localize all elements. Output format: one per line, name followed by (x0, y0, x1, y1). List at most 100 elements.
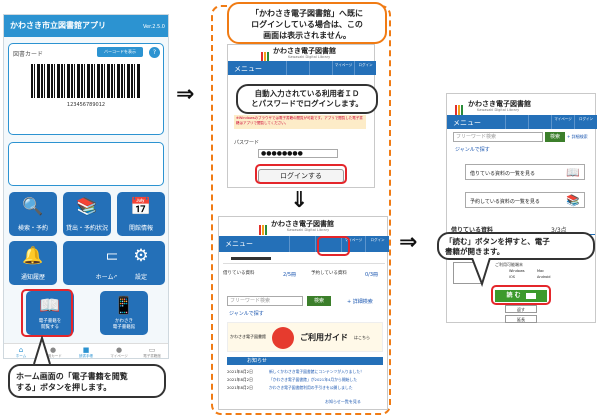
library-top-screen: かわさき電子図書館 Kawasaki Digital Library メニュー … (218, 216, 389, 410)
app-header: かわさき市立図書館アプリ Ver.2.5.0 (4, 15, 168, 37)
news-list: 2021年8月2日新しくかわさき電子図書館にコンテンツが入りました！ 2021年… (227, 368, 385, 392)
tile-search-reserve[interactable]: 🔍 検索・予約 (9, 192, 57, 236)
news-item[interactable]: 2021年8月2日「かわさき電子図書館」が2021年4月から開始した (227, 377, 358, 382)
nav-mypage[interactable]: ●マイページ (104, 346, 134, 358)
tile-opening-info[interactable]: 📅 開館情報 (117, 192, 165, 236)
tile-settings[interactable]: ⚙ 設定 (117, 241, 165, 285)
barcode-number: 123456789012 (66, 102, 106, 108)
nav-card[interactable]: ●利用カード (38, 346, 68, 358)
highlight-login-button (255, 164, 347, 184)
library-subtitle: Kawasaki Digital Library (477, 108, 520, 112)
guide-suffix: はこちら (354, 335, 370, 340)
card-icon: ● (49, 346, 57, 354)
menu-col-2[interactable] (528, 115, 551, 129)
genre-link[interactable]: ジャンルで探す (455, 147, 490, 153)
advanced-search-link[interactable]: + 詳細検索 (567, 134, 588, 139)
extend-button[interactable]: 延長 (505, 315, 537, 323)
highlight-view-ebooks (21, 289, 73, 337)
guide-library-name: かわさき電子図書館 (230, 334, 266, 339)
menu-login[interactable]: ログイン (354, 61, 376, 75)
menu-login[interactable]: ログイン (365, 236, 389, 252)
reserve-label: 予約している資料 (311, 271, 347, 276)
tile-notification-history[interactable]: 🔔 通知履歴 (9, 241, 57, 285)
advanced-search-link[interactable]: + 詳細検索 (347, 299, 373, 305)
guide-title: ご利用ガイド (300, 333, 348, 342)
library-logo-icon (261, 47, 271, 62)
news-header: お知らせ (227, 357, 383, 365)
library-subtitle: Kawasaki Digital Library (287, 228, 330, 232)
callout-auto-login: 自動入力されている利用者ＩＤ とパスワードでログインします。 (236, 84, 378, 114)
menu-col-1[interactable] (505, 115, 528, 129)
callout-pointer (33, 336, 51, 365)
password-field[interactable]: ●●●●●●●● (258, 149, 338, 158)
tile-label: 検索・予約 (17, 225, 48, 232)
search-button[interactable]: 検索 (545, 132, 565, 142)
genre-link[interactable]: ジャンルで探す (229, 311, 264, 317)
book-icon: 📖 (566, 166, 580, 179)
nav-reading-log[interactable]: ■読書手帳 (71, 346, 101, 358)
news-item[interactable]: 2021年8月2日かわさき電子図書館利用の手引きを公開しました (227, 385, 353, 390)
gear-icon: ⚙ (133, 246, 149, 266)
user-icon: ● (115, 346, 123, 354)
tablet-icon: 📱 (113, 296, 135, 316)
help-icon[interactable]: ? (149, 47, 160, 58)
show-barcode-button[interactable]: バーコードを表示 (97, 47, 143, 57)
nav-ebook-library[interactable]: ▭電子書籍館 (137, 346, 167, 358)
tile-view-ebooks[interactable]: 📖 電子書籍を 閲覧する (26, 291, 74, 335)
menu-login[interactable]: ログイン (574, 115, 597, 129)
notice-text: ※Windowsのブラウザでは電子書籍の閲覧が可能です。アプリで閲覧した電子書籍… (234, 115, 366, 129)
open-book-icon: 📖 (39, 296, 61, 316)
list-reserved-button[interactable]: 予約している資料の一覧を見る 📚 (465, 192, 585, 208)
reserve-count[interactable]: 0/3冊 (365, 272, 379, 278)
return-button[interactable]: 返す (505, 305, 537, 313)
library-subtitle: Kawasaki Digital Library (288, 55, 331, 59)
list-borrowed-label: 借りている資料の一覧を見る (470, 171, 536, 177)
callout-read-button: 「読む」ボタンを押すと、電子 書籍が開きます。 (437, 232, 595, 260)
callout-already-logged-in: 「かわさき電子図書館」へ既に ログインしている場合は、この 画面は表示されません… (227, 2, 387, 44)
news-more-link[interactable]: お知らせ一覧を見る (325, 399, 361, 404)
tile-kawasaki-ebook-library[interactable]: 📱 かわさき 電子書籍館 (100, 291, 148, 335)
search-button[interactable]: 検索 (307, 296, 331, 306)
library-card-label: 図書カード (13, 51, 44, 58)
barcode-image (31, 64, 141, 98)
list-borrowed-button[interactable]: 借りている資料の一覧を見る 📖 (465, 164, 585, 180)
read-button[interactable]: 読 む (495, 290, 547, 302)
menu-mypage[interactable]: マイページ (332, 61, 354, 75)
search-input[interactable]: フリーワード検索 (453, 132, 543, 142)
library-title: かわさき電子図書館 (273, 47, 336, 55)
notebook-icon: ■ (82, 346, 90, 354)
tile-label: 開館情報 (128, 225, 153, 232)
menu-col-1[interactable] (286, 61, 308, 75)
nav-home[interactable]: ⌂ホーム (6, 346, 36, 358)
arrow-right-icon: ⇒ (176, 82, 195, 107)
menu-button[interactable]: メニュー (225, 240, 253, 248)
menu-bar: メニュー マイページ ログイン (447, 115, 597, 129)
arrow-right-icon: ⇒ (399, 230, 418, 255)
menu-col-2[interactable] (315, 236, 340, 252)
password-label: パスワード (234, 140, 260, 146)
search-input[interactable]: フリーワード検索 (227, 296, 303, 306)
borrow-label: 借りている資料 (223, 271, 255, 276)
menu-mypage[interactable]: マイページ (341, 236, 365, 252)
guide-mascot-icon (272, 327, 294, 349)
message-box (8, 142, 164, 186)
menu-button[interactable]: メニュー (453, 119, 481, 127)
guide-banner[interactable]: かわさき電子図書館 ご利用ガイド はこちら (227, 322, 383, 352)
menu-col-2[interactable] (309, 61, 331, 75)
menu-col-1[interactable] (289, 236, 314, 252)
list-reserved-label: 予約している資料の一覧を見る (470, 199, 540, 205)
tile-label: ホームページ (95, 274, 132, 281)
bookshelf-icon: 📚 (566, 194, 580, 207)
tile-loan-status[interactable]: 📚 貸出・予約状況 (63, 192, 111, 236)
news-item[interactable]: 2021年8月2日新しくかわさき電子図書館にコンテンツが入りました！ (227, 369, 364, 374)
library-logo-icon (259, 220, 269, 239)
bottom-navigation: ⌂ホーム ●利用カード ■読書手帳 ●マイページ ▭電子書籍館 (4, 343, 168, 358)
tile-label: 電子書籍を 閲覧する (38, 319, 62, 330)
library-title: かわさき電子図書館 (468, 100, 531, 108)
borrow-count[interactable]: 2/5冊 (283, 272, 297, 278)
menu-button[interactable]: メニュー (234, 65, 262, 73)
toggle-icon (525, 292, 536, 299)
borrowed-heading: 借りている資料 (451, 227, 494, 234)
menu-mypage[interactable]: マイページ (551, 115, 574, 129)
